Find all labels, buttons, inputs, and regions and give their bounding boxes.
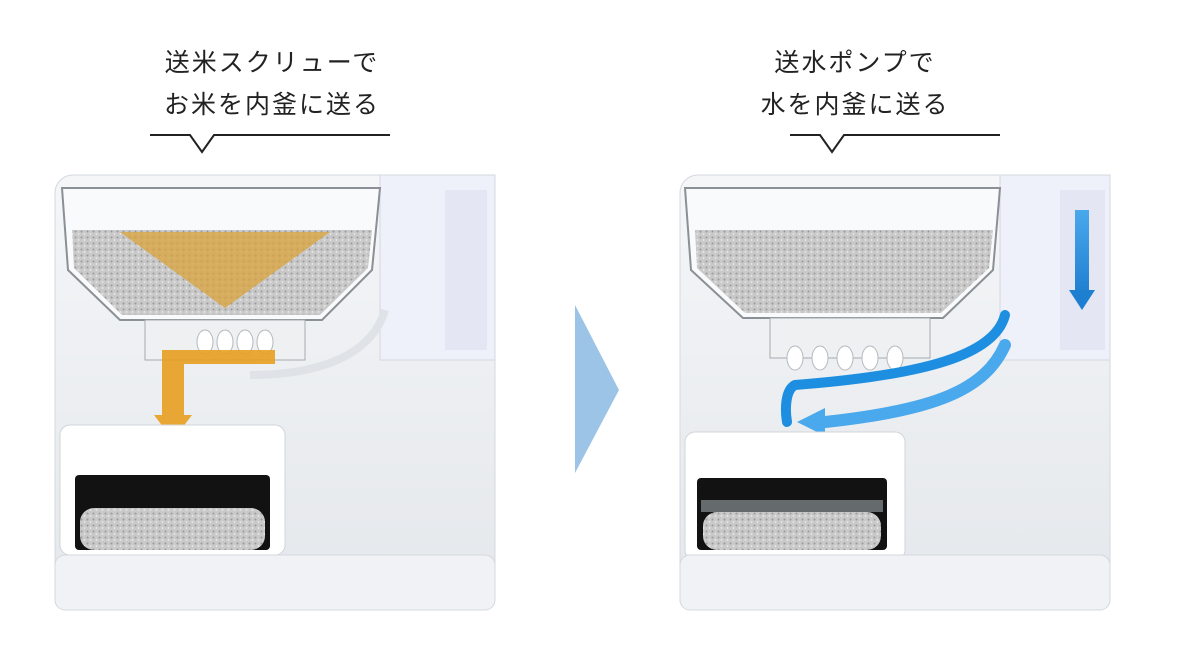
base: [679, 554, 1111, 611]
rice-in-pot: [703, 512, 881, 550]
rice-cooker-cutaway-right: [679, 174, 1111, 611]
rice-in-pot: [80, 508, 265, 550]
rice-caption-line2: お米を内釜に送る: [163, 90, 380, 119]
water-feed-arrow: [781, 310, 1011, 436]
base: [54, 554, 496, 611]
water-caption-line2: 水を内釜に送る: [760, 90, 950, 119]
water-layer: [701, 500, 883, 512]
rice-caption-pointer: [150, 134, 390, 154]
water-pipe: [249, 308, 389, 379]
water-column-arrow: [1069, 210, 1095, 310]
rice-caption-line1: 送米スクリューで: [164, 48, 380, 77]
water-caption-line1: 送水ポンプで: [774, 48, 936, 77]
water-caption-pointer: [790, 134, 1000, 154]
stored-rice: [695, 230, 993, 313]
rice-screw-panel: 送米スクリューで お米を内釜に送る: [0, 0, 520, 670]
water-caption: 送水ポンプで 水を内釜に送る: [705, 42, 1005, 126]
transition-arrow: [575, 305, 619, 473]
water-pump-panel: 送水ポンプで 水を内釜に送る: [620, 0, 1140, 670]
rice-flow-funnel: [120, 232, 330, 308]
rice-caption: 送米スクリューで お米を内釜に送る: [122, 42, 422, 126]
rice-cooker-cutaway-left: [54, 174, 496, 611]
